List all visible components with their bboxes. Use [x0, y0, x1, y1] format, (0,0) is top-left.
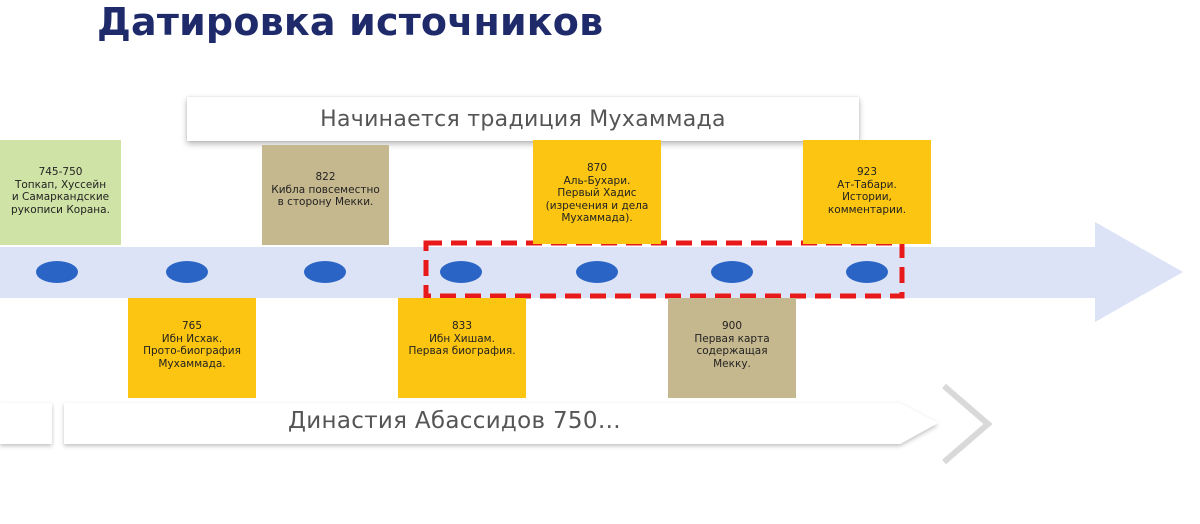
- timeline-dot-1: [36, 261, 78, 283]
- event-text-line: комментарии.: [827, 203, 907, 216]
- event-text-line: и Самаркандские: [11, 191, 110, 203]
- event-text-line: Ат-Табари.: [837, 178, 897, 191]
- timeline-dot-7: [846, 261, 888, 283]
- event-card-870: 870 Аль-Бухари. Первый Хадис (изречения …: [533, 140, 661, 244]
- event-text-line: Ибн Исхак.: [161, 332, 223, 345]
- event-card-833: 833 Ибн Хишам. Первая биография.: [398, 298, 526, 398]
- dynasty-bar-left-stub: [0, 403, 52, 444]
- event-text-line: Мекку.: [713, 357, 751, 370]
- timeline-dot-4: [440, 261, 482, 283]
- event-text-line: Ибн Хишам.: [429, 332, 495, 345]
- slide-title: Датировка источников: [97, 0, 604, 44]
- event-year: 900: [721, 320, 743, 332]
- tradition-banner: Начинается традиция Мухаммада: [187, 97, 859, 141]
- timeline-dot-6: [711, 261, 753, 283]
- dynasty-chevron: [942, 383, 993, 465]
- event-text-line: Мухаммада).: [561, 212, 633, 224]
- event-text-line: Первый Хадис: [557, 187, 637, 199]
- event-text-line: в сторону Мекки.: [277, 196, 374, 208]
- event-text-line: Первая карта: [694, 332, 770, 345]
- event-year: 822: [315, 171, 336, 183]
- event-card-765: 765 Ибн Исхак. Прото-биография Мухаммада…: [128, 298, 256, 398]
- event-card-900: 900 Первая карта содержащая Мекку.: [668, 298, 796, 398]
- event-text-line: Истории,: [842, 191, 892, 203]
- event-text-line: (изречения и дела: [545, 199, 649, 212]
- event-text-line: Топкап, Хуссейн: [14, 178, 107, 191]
- event-year: 745-750: [38, 166, 83, 178]
- timeline-dot-3: [304, 261, 346, 283]
- dynasty-bar: [64, 403, 938, 444]
- event-text-line: содержащая: [696, 345, 768, 357]
- timeline-dot-2: [166, 261, 208, 283]
- highlight-box: [423, 240, 905, 299]
- event-text-line: Кибла повсеместно: [271, 183, 380, 196]
- event-card-745: 745-750 Топкап, Хуссейн и Самаркандские …: [0, 140, 121, 245]
- event-year: 833: [451, 320, 473, 332]
- event-year: 923: [856, 166, 878, 178]
- event-text-line: Аль-Бухари.: [563, 174, 631, 187]
- dynasty-label: Династия Абассидов 750…: [288, 408, 622, 434]
- timeline-dot-5: [576, 261, 618, 283]
- event-text-line: рукописи Корана.: [11, 203, 110, 216]
- event-text-line: Мухаммада.: [158, 357, 226, 370]
- event-year: 870: [586, 162, 608, 174]
- event-year: 765: [181, 320, 203, 332]
- event-card-822: 822 Кибла повсеместно в сторону Мекки.: [262, 145, 389, 245]
- event-text-line: Первая биография.: [408, 345, 516, 357]
- event-text-line: Прото-биография: [143, 345, 241, 357]
- event-card-923: 923 Ат-Табари. Истории, комментарии.: [803, 140, 931, 244]
- tradition-banner-label: Начинается традиция Мухаммада: [320, 106, 726, 132]
